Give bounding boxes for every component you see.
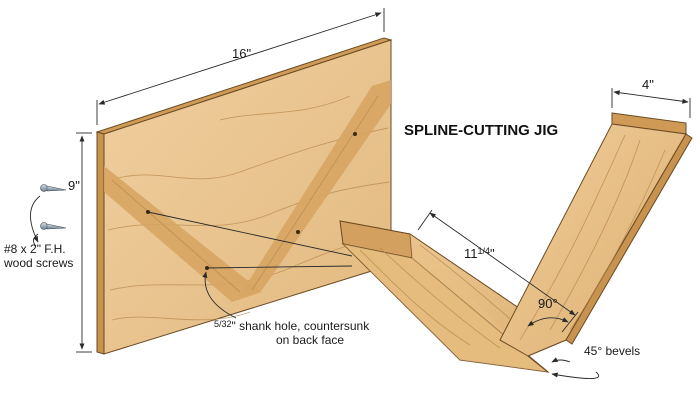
right-arm [499,112,693,357]
screw-hole [353,132,357,136]
screw-hole [296,230,300,234]
angle-90-label: 90° [538,296,558,311]
wood-screw-icon [40,184,67,192]
dim-16-label: 16" [232,46,251,61]
diagram-title: SPLINE-CUTTING JIG [404,122,558,139]
dim-4-label: 4" [642,77,654,92]
shank-label-line2: on back face [276,333,344,347]
screws-label-line2: wood screws [3,256,73,270]
shank-label-line1: 5/32" shank hole, countersunk [214,319,370,333]
bevels-label: 45° bevels [584,344,640,358]
dim-9-label: 9" [68,178,80,193]
dim-11-1-4-label: 111/4" [464,246,495,261]
wood-screw-icon [40,222,67,230]
screws-label-line1: #8 x 2" F.H. [4,242,66,256]
diagonal-cleat-right [238,80,391,298]
